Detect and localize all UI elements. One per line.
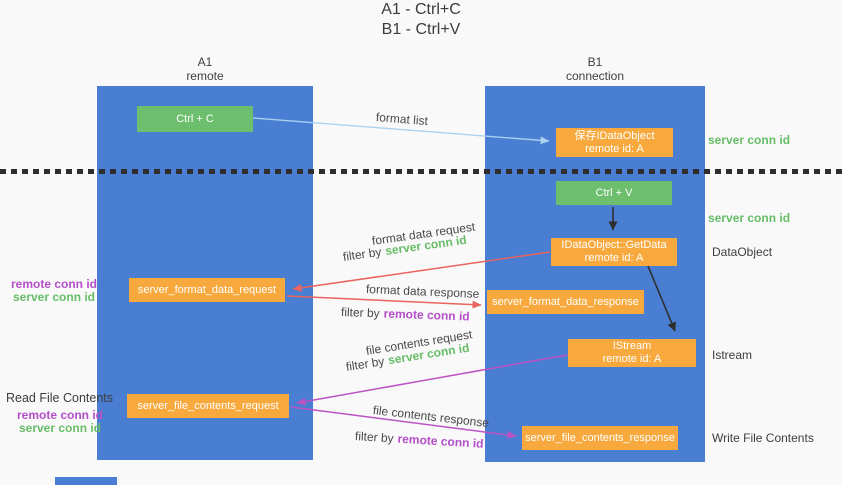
node-istream-line2: remote id: A [602,353,662,365]
dataobject-label: DataObject [712,245,773,259]
node-server-file-contents-response: server_file_contents_response [522,426,678,450]
format-data-response-arrow [286,295,482,309]
server-conn-id-label-mid: server conn id [708,211,791,225]
node-server-format-data-request: server_format_data_request [129,278,285,302]
node-server-file-contents-request: server_file_contents_request [127,394,289,418]
filter-key: remote conn id [383,306,470,324]
getdata-to-istream-arrow [647,265,676,332]
node-istream: IStream remote id: A [568,339,696,367]
lane-b1-title: B1 [587,55,603,69]
node-save-idataobject-line1: 保存IDataObject [574,129,655,142]
lane-header-b1: B1 connection [485,55,705,83]
server-conn-id-label-top: server conn id [708,133,791,147]
node-idataobject-getdata: IDataObject::GetData remote id: A [551,238,677,266]
format-request-conn-ids: remote conn id server conn id [5,278,103,304]
file-contents-request-arrow [296,354,568,406]
node-save-idataobject: 保存IDataObject remote id: A [556,128,673,157]
lane-header-a1: A1 remote [97,55,313,83]
node-getdata-line1: IDataObject::GetData [561,239,667,251]
server-conn-id-label: server conn id [12,290,96,304]
read-file-contents-label: Read File Contents [6,391,114,405]
server-conn-id-label: server conn id [18,421,102,435]
diagram-title: A1 - Ctrl+C B1 - Ctrl+V [0,0,842,40]
node-save-idataobject-line2: remote id: A [585,142,644,155]
title-line-1: A1 - Ctrl+C [381,1,461,18]
file-contents-response-arrow [290,406,517,439]
format-data-request-arrow [292,251,551,292]
lane-b1-subtitle: connection [565,69,625,83]
title-line-2: B1 - Ctrl+V [381,21,461,38]
lane-a1-title: A1 [197,55,213,69]
node-istream-line1: IStream [612,340,652,352]
filter-prefix: filter by [340,305,380,321]
remote-conn-id-label: remote conn id [16,408,103,422]
node-ctrl-v: Ctrl + V [556,181,672,205]
dashed-separator [0,169,842,174]
lane-a1-subtitle: remote [186,69,224,83]
file-request-conn-ids: remote conn id server conn id [10,409,110,435]
node-ctrl-c: Ctrl + C [137,106,253,132]
istream-label: Istream [712,348,753,362]
format-list-arrow [252,117,550,145]
write-file-contents-label: Write File Contents [712,431,814,445]
node-server-format-data-response: server_format_data_response [487,290,644,314]
bottom-blue-bar [55,477,117,485]
filter-prefix: filter by [354,429,395,446]
node-getdata-line2: remote id: A [584,252,644,264]
remote-conn-id-label: remote conn id [10,277,97,291]
